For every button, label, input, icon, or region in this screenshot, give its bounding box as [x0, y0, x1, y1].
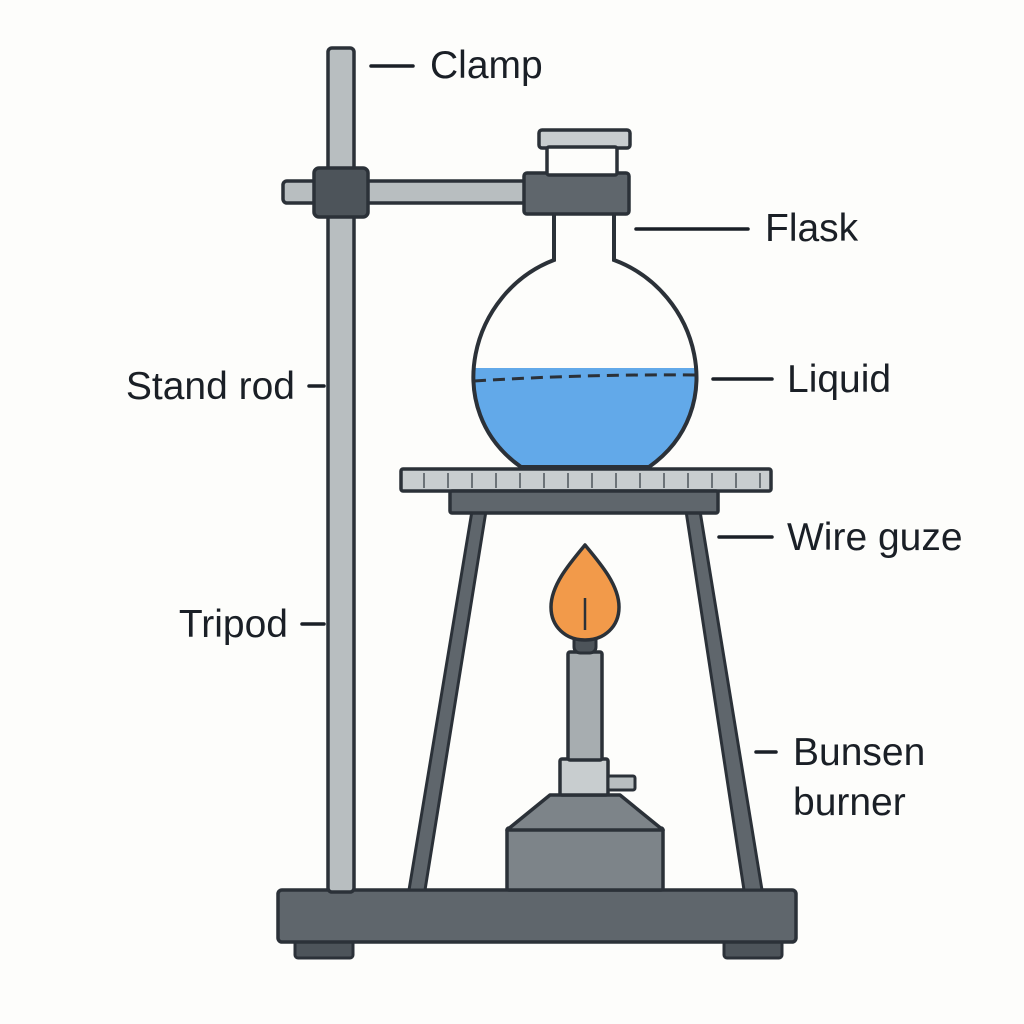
liquid-surface-line — [473, 373, 698, 383]
stand-rod — [326, 46, 356, 894]
label-clamp: Clamp — [430, 44, 543, 87]
burner-gas-inlet — [606, 774, 637, 792]
tripod-top-ring — [448, 489, 720, 515]
burner-base-block — [505, 826, 665, 892]
flask — [471, 128, 699, 469]
tripod-leg-right — [684, 509, 764, 892]
label-bunsen-burner-line2: burner — [793, 781, 906, 824]
wire-gauze-grid — [423, 473, 761, 488]
wire-gauze-plate — [399, 467, 773, 493]
label-flask: Flask — [765, 207, 859, 250]
label-wire-gauze: Wire guze — [787, 516, 963, 559]
flask-stopper — [545, 145, 619, 177]
clamp-holder — [522, 171, 631, 216]
burner-base-slope — [505, 793, 665, 832]
tripod-leg-left — [407, 509, 488, 892]
stand-base-plate — [276, 888, 798, 944]
label-liquid: Liquid — [787, 358, 891, 401]
stand-base — [276, 888, 798, 960]
tripod — [407, 489, 764, 892]
wire-gauze — [399, 467, 773, 493]
label-bunsen-burner-line1: Bunsen — [793, 731, 925, 774]
burner-collar — [558, 757, 610, 797]
labels: Clamp Flask Stand rod Liquid Wire guze T… — [126, 44, 963, 824]
flask-body — [471, 214, 699, 469]
burner-tube — [566, 650, 604, 762]
flask-liquid — [473, 368, 697, 467]
bunsen-burner — [505, 543, 665, 892]
flame-icon — [549, 543, 621, 642]
leader-lines — [300, 64, 778, 754]
label-stand-rod: Stand rod — [126, 365, 295, 408]
clamp-boss-head — [312, 166, 370, 219]
label-tripod: Tripod — [179, 603, 288, 646]
